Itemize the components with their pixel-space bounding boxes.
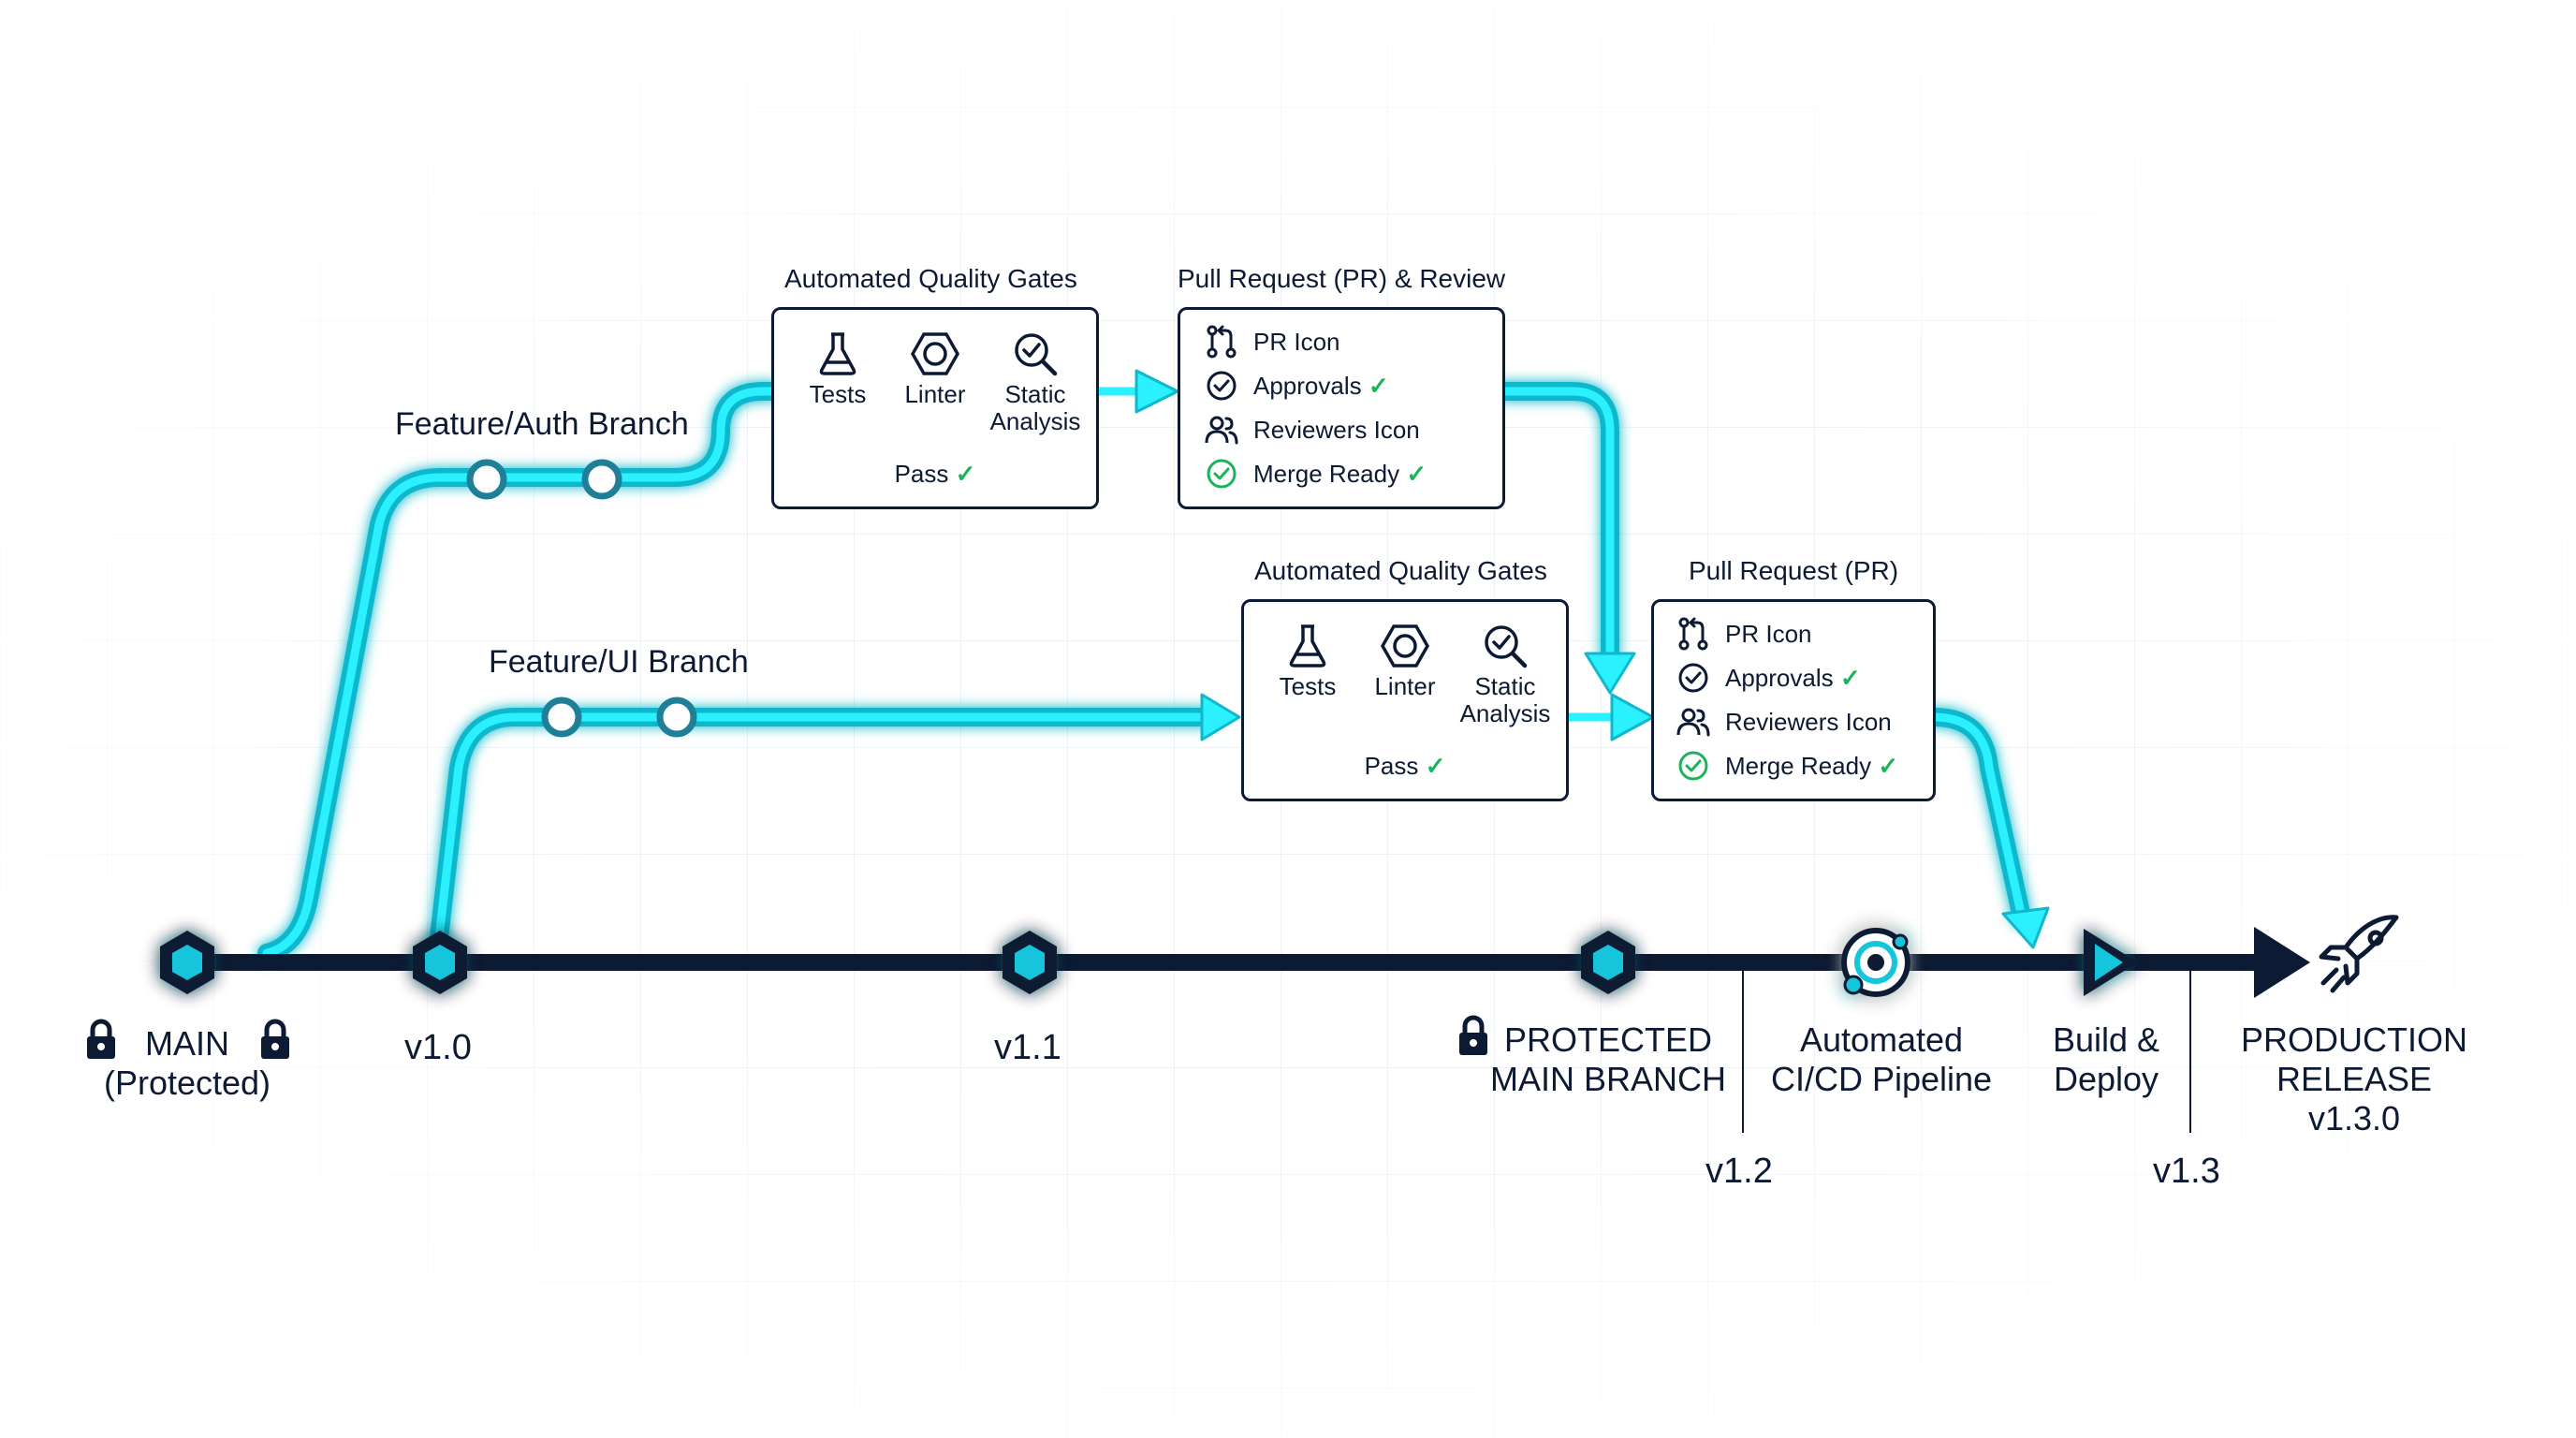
magnifier-check-icon	[1485, 625, 1528, 668]
approvals-label: Approvals	[1725, 663, 1834, 692]
v1-1-label: v1.1	[994, 1028, 1061, 1067]
hexagon-nut-icon	[1381, 624, 1429, 668]
approvals-row: Approvals ✓	[1676, 661, 1861, 695]
check-icon: ✓	[1406, 459, 1427, 488]
tests-label: Tests	[809, 380, 867, 408]
gates-top-title: Automated Quality Gates	[784, 264, 1077, 293]
pr-mid-box: PR Icon Approvals ✓ Reviewers Icon Merge…	[1651, 599, 1936, 801]
lock-icon	[1459, 1015, 1487, 1055]
main-arrowhead	[2254, 927, 2310, 998]
linter-label: Linter	[904, 380, 966, 408]
cicd-pipeline-label: Automated CI/CD Pipeline	[1770, 1020, 1993, 1098]
linter-gate: Linter	[888, 330, 982, 408]
flask-icon	[1289, 624, 1326, 668]
play-triangle-icon	[2084, 929, 2138, 996]
approvals-row: Approvals ✓	[1205, 369, 1389, 403]
rocket-icon	[2319, 915, 2399, 993]
tests-gate: Tests	[791, 330, 885, 408]
static-analysis-label: Static Analysis	[989, 380, 1081, 435]
tests-label: Tests	[1279, 672, 1337, 700]
static-analysis-gate: Static Analysis	[984, 330, 1087, 435]
pr-top-title: Pull Request (PR) & Review	[1178, 264, 1506, 293]
v1-1-node	[1003, 931, 1057, 994]
check-icon: ✓	[955, 460, 976, 488]
lock-icon	[261, 1019, 289, 1059]
main-start-node	[160, 931, 214, 994]
lock-icon	[87, 1019, 115, 1059]
gates-mid-title: Automated Quality Gates	[1254, 556, 1547, 585]
pr-row: PR Icon	[1205, 325, 1340, 359]
pipeline-icon	[1841, 928, 1910, 997]
auth-branch-label: Feature/Auth Branch	[395, 406, 689, 442]
check-circle-icon	[1205, 457, 1238, 491]
check-circle-icon	[1205, 369, 1238, 403]
arrowhead-to-main	[2001, 906, 2050, 949]
pr-mid-to-main-line	[1925, 708, 2031, 927]
reviewers-label: Reviewers Icon	[1253, 415, 1420, 444]
gates-mid-box: Tests Linter Static Analysis Pass ✓	[1241, 599, 1569, 801]
auth-commit-2	[581, 459, 622, 500]
gates-top-box: Tests Linter Static Analysis Pass ✓	[771, 307, 1099, 509]
flask-icon	[819, 332, 856, 375]
auth-commit-1	[466, 459, 507, 500]
check-icon: ✓	[1839, 663, 1861, 692]
check-icon: ✓	[1425, 752, 1446, 780]
arrowhead-into-mid-pr	[1610, 693, 1655, 741]
approvals-label: Approvals	[1253, 371, 1362, 400]
check-circle-icon	[1676, 749, 1710, 783]
reviewers-row: Reviewers Icon	[1205, 413, 1420, 447]
check-icon: ✓	[1878, 751, 1899, 780]
hexagon-nut-icon	[911, 332, 959, 375]
pr-mid-title: Pull Request (PR)	[1689, 556, 1899, 585]
git-pull-request-icon	[1205, 325, 1238, 359]
merge-ready-row: Merge Ready ✓	[1205, 457, 1427, 491]
magnifier-check-icon	[1015, 333, 1058, 376]
v1-3-label: v1.3	[2153, 1152, 2220, 1191]
linter-label: Linter	[1374, 672, 1436, 700]
ui-branch-label: Feature/UI Branch	[489, 644, 749, 680]
ui-branch-line	[429, 708, 1217, 955]
pass-label: Pass	[894, 460, 949, 488]
static-analysis-label: Static Analysis	[1459, 672, 1551, 727]
build-deploy-label: Build & Deploy	[2052, 1020, 2160, 1098]
pr-label: PR Icon	[1253, 327, 1340, 356]
main-protected-label: MAIN (Protected)	[103, 1024, 271, 1102]
gates-mid-pass: Pass ✓	[1244, 752, 1566, 781]
linter-gate: Linter	[1358, 623, 1452, 700]
users-icon	[1676, 705, 1710, 739]
arrowhead-ui-to-gates	[1200, 693, 1241, 741]
arrowhead-down-to-mid-pr	[1584, 652, 1636, 695]
pr-label: PR Icon	[1725, 619, 1812, 648]
reviewers-label: Reviewers Icon	[1725, 707, 1892, 736]
v1-0-label: v1.0	[404, 1028, 472, 1067]
v1-0-node	[413, 931, 467, 994]
reviewers-row: Reviewers Icon	[1676, 705, 1892, 739]
static-analysis-gate: Static Analysis	[1454, 623, 1557, 727]
production-release-label: PRODUCTION RELEASE v1.3.0	[2241, 1020, 2467, 1137]
arrowhead-gates-to-pr	[1134, 369, 1179, 414]
merge-ready-label: Merge Ready	[1725, 751, 1872, 780]
pass-label: Pass	[1364, 752, 1419, 780]
pr-top-box: PR Icon Approvals ✓ Reviewers Icon Merge…	[1178, 307, 1505, 509]
merge-ready-row: Merge Ready ✓	[1676, 749, 1898, 783]
ui-commit-2	[656, 697, 697, 738]
pr-row: PR Icon	[1676, 617, 1812, 651]
check-icon: ✓	[1368, 371, 1389, 400]
ui-commit-1	[541, 697, 582, 738]
check-circle-icon	[1676, 661, 1710, 695]
gates-top-pass: Pass ✓	[774, 460, 1096, 489]
protected-main-node	[1581, 931, 1635, 994]
users-icon	[1205, 413, 1238, 447]
v1-2-label: v1.2	[1705, 1152, 1773, 1191]
merge-ready-label: Merge Ready	[1253, 459, 1400, 488]
protected-main-branch-label: PROTECTED MAIN BRANCH	[1489, 1020, 1727, 1098]
git-pull-request-icon	[1676, 617, 1710, 651]
tests-gate: Tests	[1261, 623, 1354, 700]
